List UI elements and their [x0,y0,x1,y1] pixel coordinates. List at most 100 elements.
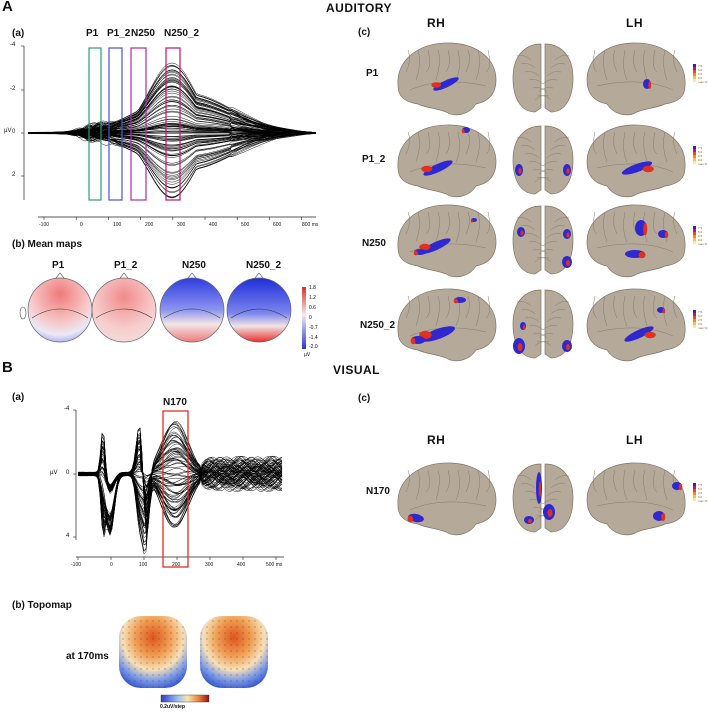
y-tick: 2 [12,172,16,178]
topomap-colorbar-label: 0.2uV/step [160,704,186,710]
y-tick: -4 [64,406,70,412]
x-tick: -100 [39,222,50,228]
map-label-p1-2: P1_2 [114,260,138,271]
y-tick: -2 [10,86,16,92]
row-label-n170: N170 [366,486,390,497]
panel-b-label-visual: (b) Topomap [12,600,72,611]
source-scale-tick: 2.5 [698,318,703,322]
colorbar-unit: µV [304,352,311,358]
map-label-p1: P1 [52,260,65,271]
source-scale-tick: 2.5 [698,154,703,158]
window-label-n170: N170 [163,397,187,408]
y-tick: 4 [66,533,70,539]
colorbar-tick: -1.4 [309,335,318,341]
x-tick-last: 500 ms [266,562,283,568]
head-map-p1 [19,272,93,343]
x-tick: 200 [172,562,181,568]
source-scale-tick: max % [698,242,708,246]
head-map-n250-2 [226,272,292,343]
x-tick: 200 [145,222,154,228]
source-scale-tick: 7.5 [698,483,703,487]
x-tick: 500 [241,222,250,228]
source-scale-tick: 0.0 [698,322,703,326]
source-scale-tick: 5.0 [698,230,703,234]
panel-c-label-visual: (c) [358,393,371,404]
source-scale-tick: 2.5 [698,491,703,495]
map-label-n250-2: N250_2 [246,260,282,271]
section-b-title: VISUAL [333,363,381,377]
x-tick: 400 [237,562,246,568]
mean-maps [19,272,306,349]
colorbar-tick: 1.2 [309,295,316,301]
x-tick: 300 [177,222,186,228]
source-scale-tick: 5.0 [698,314,703,318]
colorbar-tick: 1.8 [309,285,316,291]
topomap-right [119,616,187,688]
source-scale-tick: 5.0 [698,68,703,72]
source-scale-tick: 5.0 [698,150,703,154]
row-label-p1-2: P1_2 [362,154,386,165]
window-label-p1-2: P1_2 [107,28,131,39]
colorbar-tick: -0.7 [309,325,318,331]
x-tick: 600 [273,222,282,228]
x-tick: 400 [209,222,218,228]
source-scale-tick: max % [698,499,708,503]
x-tick: 100 [113,222,122,228]
source-scale-tick: 7.5 [698,146,703,150]
source-scale-tick: 0.0 [698,495,703,499]
row-label-p1: P1 [366,68,379,79]
y-unit: µV [4,128,12,134]
source-scale-tick: max % [698,80,708,84]
section-a-letter: A [2,0,13,15]
source-scale-tick: 7.5 [698,64,703,68]
colorbar-tick: 0.6 [309,305,316,311]
source-scale-tick: max % [698,326,708,330]
x-tick: 0 [80,222,83,228]
map-label-n250: N250 [182,260,206,271]
window-label-n250-2: N250_2 [164,28,200,39]
panel-c-label: (c) [358,27,371,38]
source-scale-tick: 0.0 [698,76,703,80]
colorbar [302,287,306,349]
colorbar-tick: -2.0 [309,344,318,350]
panel-a-label-visual: (a) [12,392,25,403]
at-time-label: at 170ms [66,651,109,662]
auditory-erp-plot [21,45,317,220]
topomap-colorbar [160,694,210,703]
x-tick: 100 [139,562,148,568]
source-scale-tick: 0.0 [698,158,703,162]
x-tick: 0 [110,562,113,568]
window-label-p1: P1 [86,28,99,39]
x-tick: -100 [71,562,82,568]
row-label-n250: N250 [362,238,386,249]
row-label-n250-2: N250_2 [360,320,396,331]
section-a-title: AUDITORY [326,1,393,15]
head-map-p1-2 [91,272,157,343]
source-scale-tick: max % [698,162,708,166]
lh-label: LH [626,16,643,30]
source-scale-tick: 7.5 [698,226,703,230]
source-scale-tick: 2.5 [698,72,703,76]
y-unit: µV [50,470,58,476]
panel-a-label: (a) [12,28,25,39]
topomap-left [200,616,268,688]
y-tick: 0 [66,470,70,476]
source-scale-tick: 0.0 [698,238,703,242]
lh-label-visual: LH [626,433,643,447]
window-label-n250: N250 [131,28,155,39]
y-tick: -4 [10,42,16,48]
x-tick-last: 800 ms [302,222,319,228]
source-scale-tick: 5.0 [698,487,703,491]
rh-label: RH [427,16,446,30]
source-scale-tick: 7.5 [698,310,703,314]
colorbar-tick: 0 [309,315,312,321]
y-tick: 0 [12,129,16,135]
head-map-n250 [159,272,225,343]
x-tick: 300 [205,562,214,568]
rh-label-visual: RH [427,433,446,447]
section-b-letter: B [2,359,13,376]
source-scale-tick: 2.5 [698,234,703,238]
